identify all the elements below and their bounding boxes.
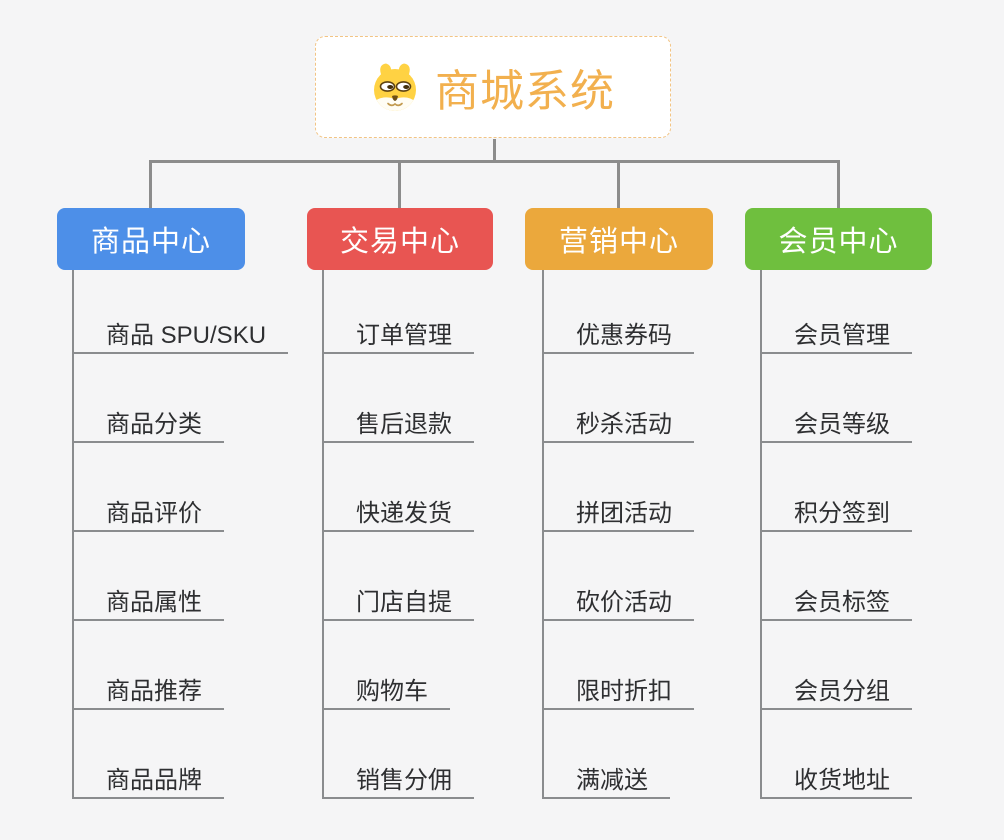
branch-header-trade-center[interactable]: 交易中心	[307, 208, 493, 270]
leaf-node[interactable]: 秒杀活动	[542, 401, 694, 443]
branch-label: 会员中心	[778, 226, 899, 258]
branch-header-member-center[interactable]: 会员中心	[745, 208, 932, 270]
leaf-label: 限时折扣	[576, 678, 672, 705]
dog-face-icon	[374, 63, 416, 111]
leaf-label: 秒杀活动	[576, 411, 672, 438]
branch-header-product-center[interactable]: 商品中心	[57, 208, 245, 270]
branch-trunk-line	[760, 270, 762, 799]
leaf-node[interactable]: 拼团活动	[542, 490, 694, 532]
leaf-label: 会员分组	[794, 678, 890, 705]
leaf-node[interactable]: 会员管理	[760, 312, 912, 354]
leaf-node[interactable]: 商品推荐	[72, 668, 224, 710]
branch-trunk-line	[72, 270, 74, 799]
leaf-node[interactable]: 砍价活动	[542, 579, 694, 621]
branch-trunk-line	[322, 270, 324, 799]
connector-drop-trade	[398, 160, 401, 208]
leaf-label: 销售分佣	[356, 767, 452, 794]
leaf-label: 商品评价	[106, 500, 202, 527]
leaf-node[interactable]: 商品评价	[72, 490, 224, 532]
leaf-node[interactable]: 限时折扣	[542, 668, 694, 710]
leaf-label: 砍价活动	[576, 589, 672, 616]
leaf-label: 积分签到	[794, 500, 890, 527]
branch-label: 商品中心	[90, 226, 211, 258]
leaf-node[interactable]: 会员标签	[760, 579, 912, 621]
leaf-label: 会员管理	[794, 322, 890, 349]
leaf-node[interactable]: 门店自提	[322, 579, 474, 621]
root-title: 商城系统	[435, 67, 615, 116]
connector-drop-product	[149, 160, 152, 208]
leaf-node[interactable]: 销售分佣	[322, 757, 474, 799]
leaf-node[interactable]: 购物车	[322, 668, 450, 710]
leaf-node[interactable]: 收货地址	[760, 757, 912, 799]
leaf-label: 商品属性	[106, 589, 202, 616]
leaf-label: 会员标签	[794, 589, 890, 616]
leaf-node[interactable]: 商品 SPU/SKU	[72, 312, 289, 354]
leaf-label: 会员等级	[794, 411, 890, 438]
leaf-node[interactable]: 会员分组	[760, 668, 912, 710]
leaf-node[interactable]: 优惠券码	[542, 312, 694, 354]
leaf-label: 订单管理	[356, 322, 452, 349]
connector-horizontal-bar	[149, 160, 840, 163]
leaf-label: 商品品牌	[106, 767, 202, 794]
branch-header-marketing-center[interactable]: 营销中心	[525, 208, 713, 270]
leaf-node[interactable]: 快递发货	[322, 490, 474, 532]
connector-drop-marketing	[617, 160, 620, 208]
leaf-label: 优惠券码	[576, 322, 672, 349]
leaf-node[interactable]: 售后退款	[322, 401, 474, 443]
connector-drop-member	[837, 160, 840, 208]
leaf-label: 拼团活动	[576, 500, 672, 527]
leaf-label: 满减送	[576, 767, 648, 794]
leaf-node[interactable]: 商品属性	[72, 579, 224, 621]
leaf-label: 售后退款	[356, 411, 452, 438]
leaf-label: 商品分类	[106, 411, 202, 438]
leaf-label: 门店自提	[356, 589, 452, 616]
leaf-label: 商品 SPU/SKU	[106, 322, 267, 349]
leaf-node[interactable]: 商品品牌	[72, 757, 224, 799]
leaf-label: 快递发货	[356, 500, 452, 527]
leaf-label: 收货地址	[794, 767, 890, 794]
branch-label: 交易中心	[339, 226, 460, 258]
leaf-label: 商品推荐	[106, 678, 202, 705]
branch-trunk-line	[542, 270, 544, 799]
root-node[interactable]: 商城系统	[315, 36, 671, 138]
leaf-node[interactable]: 订单管理	[322, 312, 474, 354]
leaf-node[interactable]: 会员等级	[760, 401, 912, 443]
leaf-label: 购物车	[356, 678, 428, 705]
branch-label: 营销中心	[558, 226, 679, 258]
leaf-node[interactable]: 积分签到	[760, 490, 912, 532]
leaf-node[interactable]: 商品分类	[72, 401, 224, 443]
leaf-node[interactable]: 满减送	[542, 757, 670, 799]
connector-root-stem	[493, 139, 496, 163]
